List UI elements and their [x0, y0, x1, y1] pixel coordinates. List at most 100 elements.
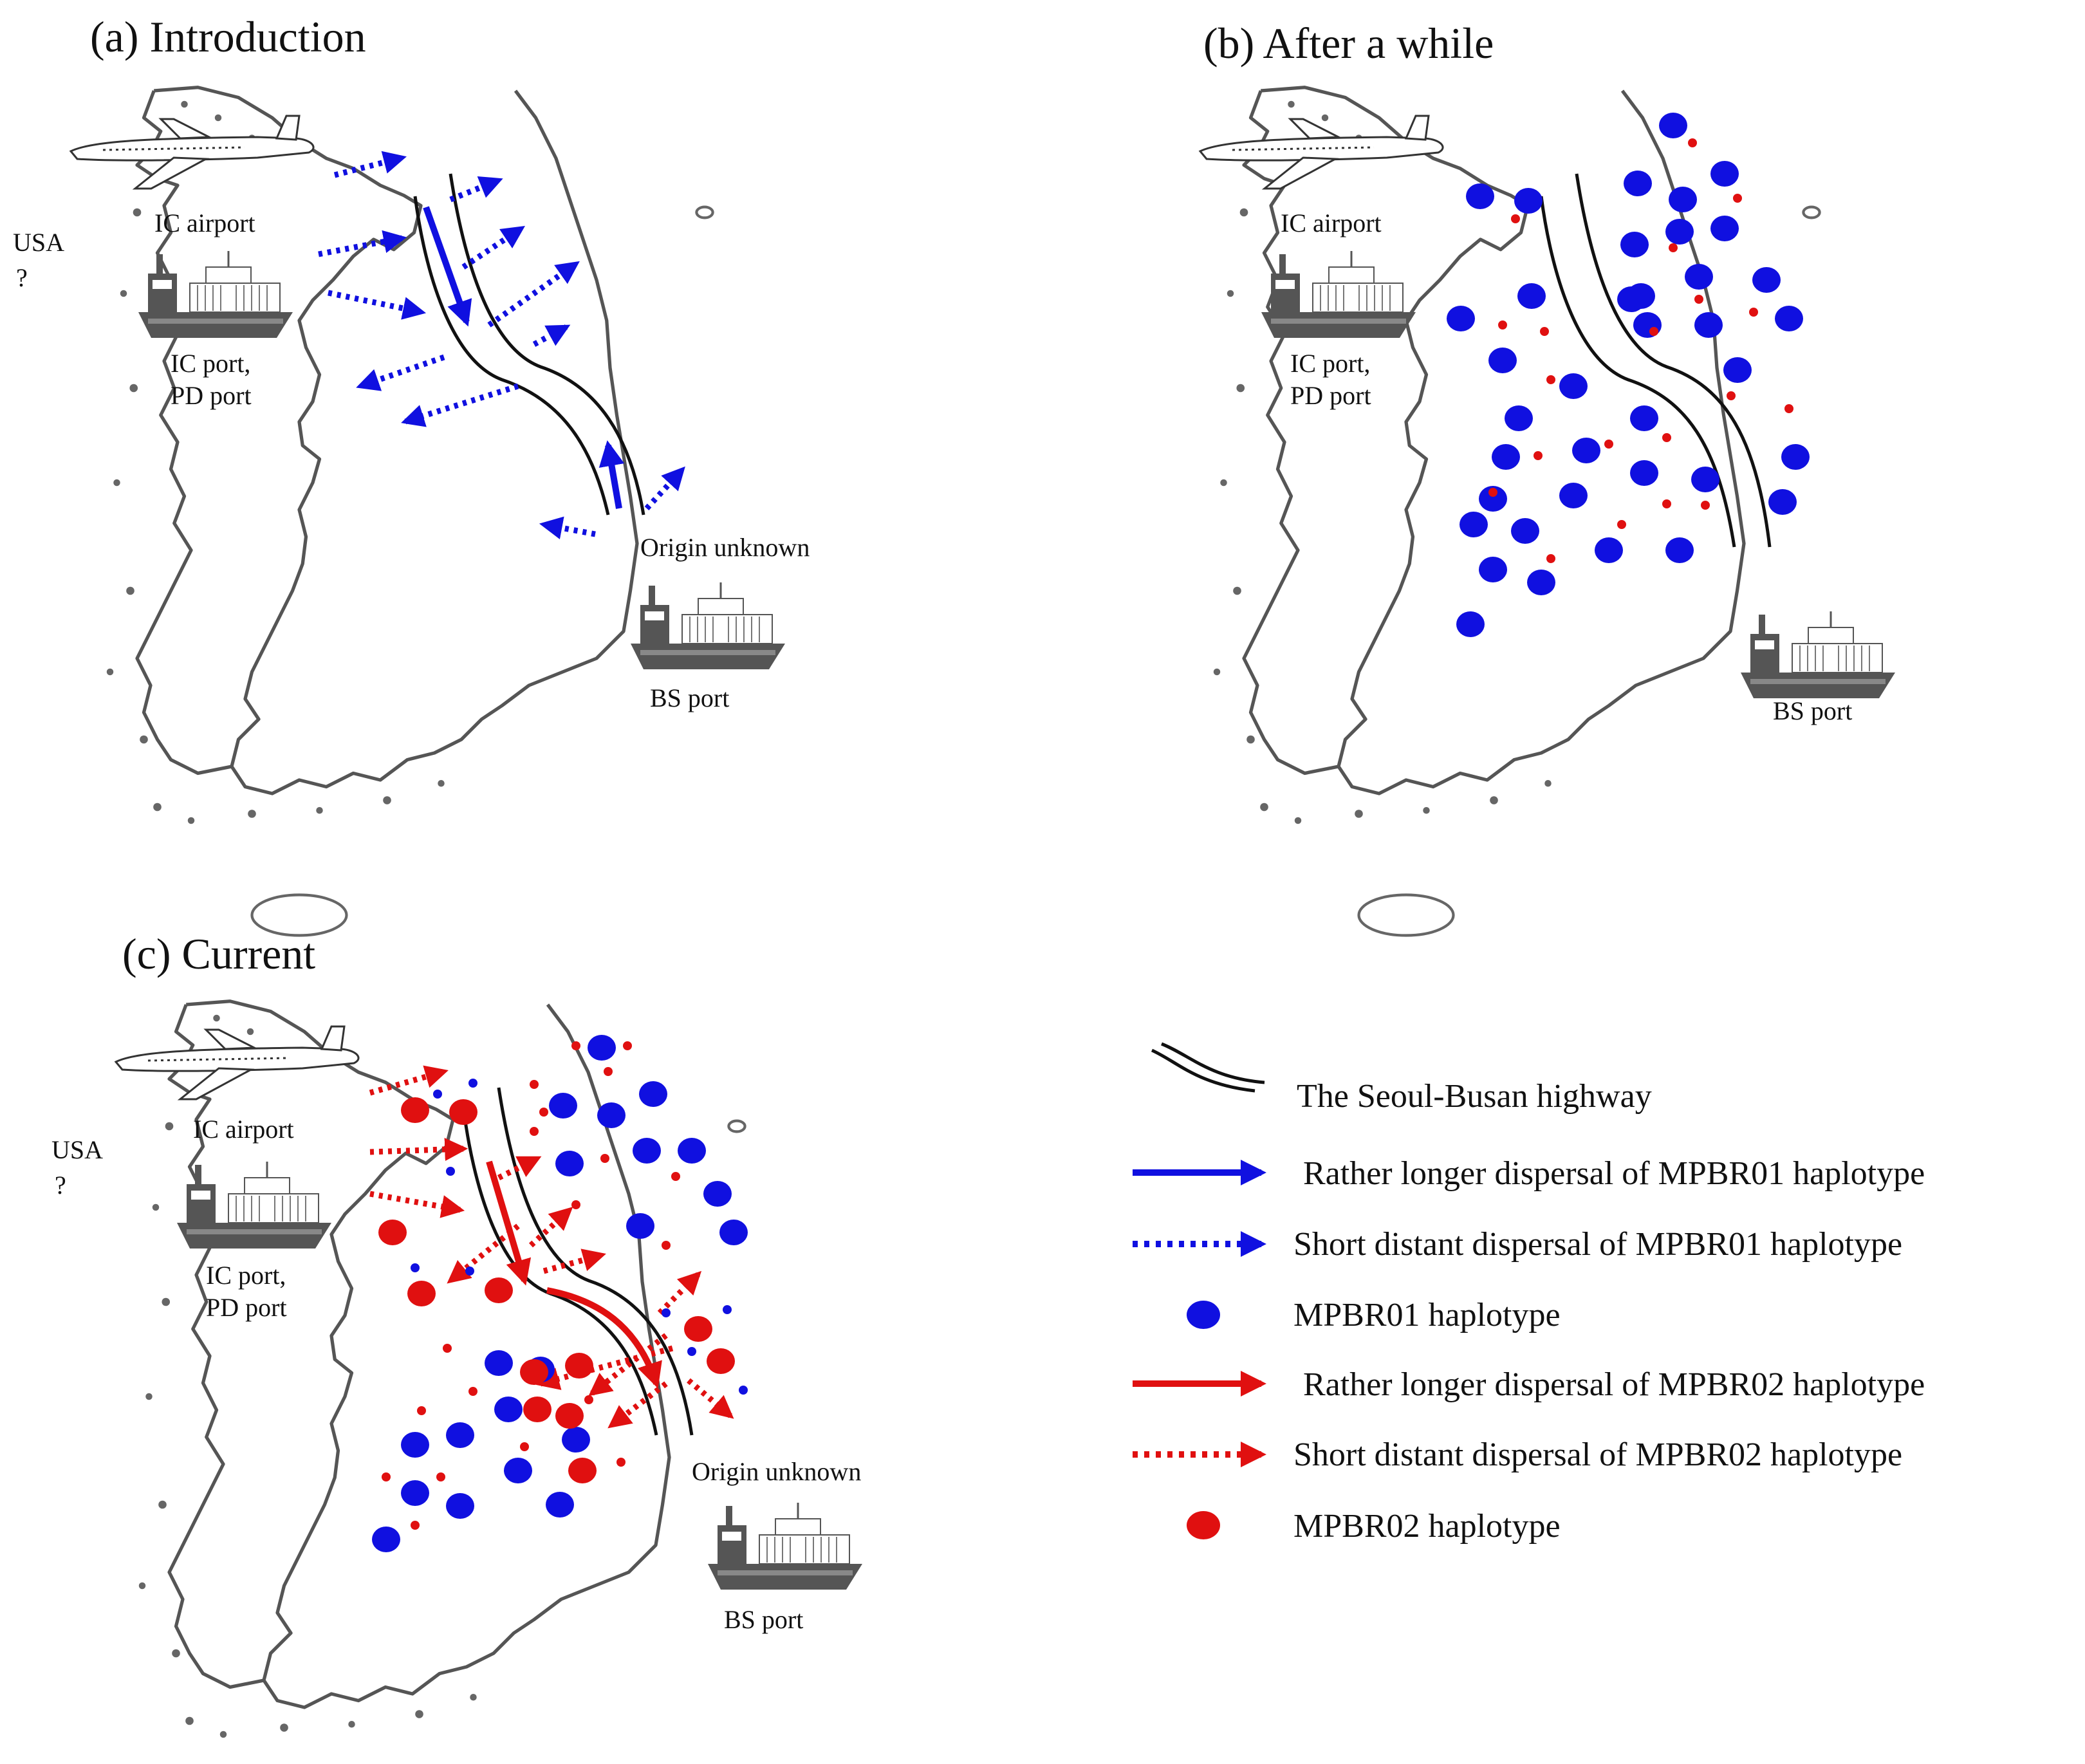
panel-b-title: (b) After a while: [1203, 19, 1494, 68]
mpbr01-dot: [1694, 312, 1723, 338]
mpbr01-dot: [719, 1220, 748, 1245]
mpbr02-dot: [1498, 320, 1507, 330]
mpbr01-dot: [1492, 444, 1520, 470]
usa-label: USA: [51, 1135, 103, 1164]
panel-b: (b) After a while IC airport IC port, PD…: [1199, 19, 1896, 936]
mpbr01-dot: [1511, 518, 1539, 544]
mpbr01-dot: [1710, 216, 1739, 241]
haplotype-dots-c: [372, 1035, 748, 1552]
mpbr02-dot: [1688, 138, 1697, 147]
long-dispersal-arrow: [546, 1287, 662, 1389]
mpbr01-dot: [1559, 483, 1588, 508]
mpbr01-dot: [723, 1305, 732, 1314]
legend-red-dot: [1187, 1511, 1220, 1539]
mpbr02-dot: [555, 1403, 584, 1429]
mpbr01-dot: [433, 1090, 442, 1099]
mpbr02-dot: [1649, 327, 1658, 336]
mpbr01-dot: [1723, 357, 1752, 383]
mpbr02-dot: [485, 1277, 513, 1303]
mpbr01-dot: [555, 1151, 584, 1176]
mpbr01-dot: [549, 1093, 577, 1119]
mpbr01-dot: [465, 1267, 474, 1276]
cargo-ship-icon: [629, 581, 786, 671]
mpbr01-dot: [1479, 557, 1507, 582]
mpbr02-dot: [520, 1359, 548, 1385]
ic-port-label: IC port,: [206, 1261, 286, 1290]
pd-port-label: PD port: [206, 1293, 287, 1322]
mpbr01-dot: [1781, 444, 1810, 470]
origin-unknown-label: Origin unknown: [692, 1457, 861, 1486]
ic-port-label: IC port,: [171, 349, 250, 378]
mpbr02-dot: [671, 1172, 680, 1181]
mpbr01-dot: [372, 1527, 400, 1552]
mpbr01-dot: [401, 1480, 429, 1506]
mpbr02-dot: [539, 1108, 548, 1117]
mpbr01-dot: [562, 1427, 590, 1453]
mpbr01-dot: [1659, 113, 1687, 138]
usa-query: ?: [55, 1171, 66, 1200]
mpbr01-dot: [703, 1181, 732, 1207]
mpbr01-dot: [446, 1422, 474, 1448]
mpbr01-dot: [597, 1102, 626, 1128]
mpbr02-dot: [1749, 308, 1758, 317]
panel-c: (c) Current IC airport USA ? IC port, PD…: [51, 929, 864, 1764]
mpbr02-dot: [1694, 295, 1703, 304]
bs-port-label: BS port: [1773, 696, 1852, 725]
mpbr02-dot: [1733, 194, 1742, 203]
mpbr01-dot: [1572, 438, 1600, 463]
long-dispersal-arrow: [423, 206, 472, 327]
airplane-icon: [70, 115, 315, 190]
cargo-ship-icon: [176, 1160, 333, 1250]
origin-unknown-label: Origin unknown: [640, 533, 810, 562]
seoul-busan-highway: [1539, 173, 1772, 548]
mpbr02-dot: [1701, 501, 1710, 510]
mpbr01-dot: [678, 1138, 706, 1164]
mpbr01-dot: [1466, 183, 1494, 209]
mpbr02-dot: [407, 1281, 436, 1306]
mpbr02-dot: [520, 1442, 529, 1451]
mpbr01-dot: [1630, 405, 1658, 431]
mpbr01-dot: [1460, 512, 1488, 537]
mpbr02-dot: [1546, 375, 1555, 384]
mpbr02-dot: [443, 1344, 452, 1353]
airplane-icon: [1199, 115, 1444, 190]
mpbr02-dot: [436, 1472, 445, 1481]
mpbr02-dot: [1662, 433, 1671, 442]
ic-airport-label: IC airport: [154, 209, 255, 237]
mpbr02-dot: [707, 1348, 735, 1374]
mpbr01-dot: [1630, 460, 1658, 486]
mpbr02-dot: [449, 1099, 477, 1125]
legend-highway: The Seoul-Busan highway: [1297, 1078, 1652, 1115]
mpbr02-dot: [417, 1406, 426, 1415]
legend-highway-icon: [1151, 1042, 1265, 1093]
mpbr01-dot: [1617, 286, 1645, 312]
mpbr02-dot: [1669, 243, 1678, 252]
usa-label: USA: [13, 228, 64, 257]
mpbr01-dot: [633, 1138, 661, 1164]
mpbr01-dot: [546, 1492, 574, 1518]
pd-port-label: PD port: [171, 381, 252, 410]
legend: The Seoul-Busan highway Rather longer di…: [1133, 1042, 1925, 1545]
mpbr01-dot: [1488, 348, 1517, 373]
mpbr01-dot: [1559, 373, 1588, 399]
mpbr02-dot: [571, 1041, 580, 1050]
mpbr02-dot: [1727, 391, 1736, 400]
mpbr02-dot: [523, 1397, 551, 1422]
ic-airport-label: IC airport: [1281, 209, 1382, 237]
bs-port-label: BS port: [650, 683, 729, 712]
mpbr02-dot: [1546, 554, 1555, 563]
panel-c-title: (c) Current: [122, 929, 315, 978]
long-dispersal-arrow: [598, 440, 625, 509]
mpbr01-dot: [588, 1035, 616, 1061]
mpbr01-dot: [626, 1213, 654, 1239]
legend-mpbr01-long: Rather longer dispersal of MPBR01 haplot…: [1303, 1155, 1925, 1192]
mpbr01-dot: [1527, 570, 1555, 595]
mpbr01-dot: [1685, 264, 1713, 290]
mpbr01-dot: [1505, 405, 1533, 431]
mpbr02-dot: [600, 1154, 609, 1163]
mpbr02-dot: [401, 1097, 429, 1123]
haplotype-dots-b: [1447, 113, 1810, 637]
mpbr01-dot: [485, 1350, 513, 1376]
panel-a: (a) Introduction IC airport USA ? IC por…: [13, 12, 810, 936]
